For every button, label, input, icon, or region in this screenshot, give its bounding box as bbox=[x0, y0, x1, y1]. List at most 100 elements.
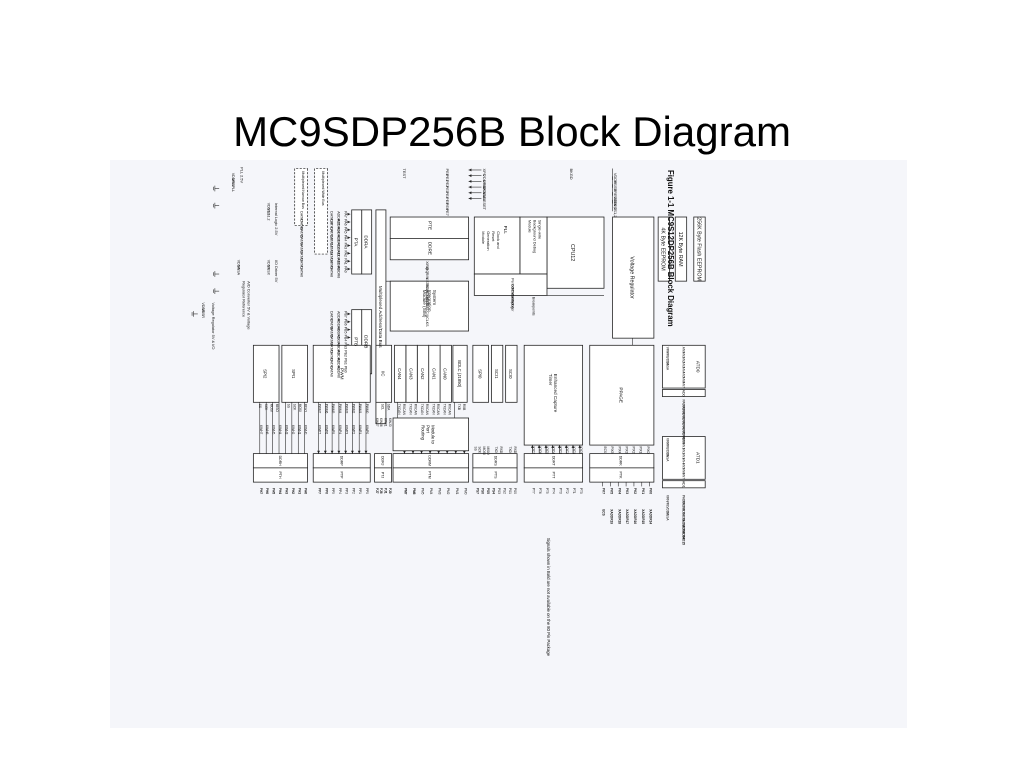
ps-pin-label: PS1 bbox=[508, 488, 512, 494]
pwm-signal: PWM0 bbox=[365, 404, 369, 414]
ptj-block bbox=[374, 467, 393, 483]
core-power-pin: VSS1,2 bbox=[267, 208, 271, 220]
clock-pin-label: RESET bbox=[482, 197, 487, 211]
xaddr-label: XADDR17 bbox=[625, 509, 629, 524]
flash-label: 256K Byte Flash EEPROM bbox=[695, 217, 701, 281]
pad1-label: PAD10 bbox=[681, 506, 685, 516]
pp-pin-label: PP3 bbox=[345, 488, 349, 494]
narrow-data-label: DATA1 bbox=[299, 258, 303, 269]
addr-lo-label: ADDR6 bbox=[336, 319, 340, 331]
pb-pin-label: PB4 bbox=[344, 335, 348, 342]
ptk-bit-label: PK5 bbox=[609, 488, 613, 494]
pwm-signal: PWM1 bbox=[358, 404, 362, 414]
ptj-label: PTJ bbox=[381, 472, 385, 479]
can-label: CAN0 bbox=[443, 368, 448, 380]
kwh-label: KWH2 bbox=[291, 425, 295, 434]
xaddr-label: XADDR14 bbox=[649, 509, 653, 524]
pe-pin-label: PE5 bbox=[445, 197, 450, 205]
ad1-label: AD1 bbox=[681, 481, 685, 488]
multiplexed-bus-label: Multiplexed Address/Data Bus bbox=[378, 286, 383, 348]
ptk-bit-label: PK1 bbox=[641, 488, 645, 494]
pb-pin-label: PB1 bbox=[344, 358, 348, 365]
ddrh-label: DDRH bbox=[278, 456, 282, 467]
addr-lo-label: ADDR2 bbox=[336, 350, 340, 362]
pe-pin-label: PE4 bbox=[445, 191, 450, 199]
bdm-label: Module bbox=[527, 220, 532, 233]
kwh-label: KWH1 bbox=[297, 425, 301, 434]
pad1-label: PAD13 bbox=[681, 523, 685, 533]
ddrs-label: DDRS bbox=[493, 456, 497, 467]
kwj-label: KWJ1 bbox=[383, 418, 387, 427]
clock-pin-label: VDDPLL bbox=[482, 174, 487, 190]
pa-pin-label: PA2 bbox=[344, 251, 348, 257]
pe-pin-label: PE7 bbox=[445, 208, 450, 215]
iic-block bbox=[375, 344, 393, 403]
sim-label: System bbox=[432, 290, 437, 306]
spi2-signal: MISO bbox=[275, 404, 279, 413]
internal-logic-note: Internal Logic 2.5V bbox=[274, 203, 279, 236]
data-lo-label: DATA7 bbox=[329, 311, 333, 322]
ioc-label: IOC2 bbox=[565, 446, 569, 454]
core-power-pin: VDD1,2 bbox=[267, 203, 271, 215]
ptm-block bbox=[392, 467, 469, 483]
atd-supply-note: A/D Converter 5V & Voltage bbox=[247, 281, 252, 329]
can-label: CAN1 bbox=[431, 368, 436, 380]
narrow-data-label: DATA5 bbox=[299, 227, 303, 238]
addr-lo-label: ADDR0 bbox=[336, 366, 340, 378]
arrow-head bbox=[428, 450, 432, 454]
pp-pin-label: PP1 bbox=[358, 488, 362, 494]
kwj-label: KWJ0 bbox=[388, 418, 392, 427]
kwp-label: KWP2 bbox=[351, 425, 355, 434]
pk-signal-label: PIX5 bbox=[610, 446, 614, 453]
pll-supply-note: PLL 2.5V bbox=[240, 167, 245, 183]
arrow-head bbox=[317, 450, 320, 454]
pwm-block bbox=[312, 344, 371, 403]
ptp-label: PTP bbox=[339, 472, 343, 480]
spi0-signal: MOSI bbox=[482, 446, 486, 454]
pts-block bbox=[472, 467, 518, 483]
data-hi-label: DATA9 bbox=[329, 258, 333, 269]
addr-hi-label: ADDR15 bbox=[336, 211, 340, 225]
addr-lo-label: ADDR1 bbox=[336, 358, 340, 370]
arrow-head bbox=[350, 450, 354, 454]
sci1-block bbox=[491, 344, 504, 403]
data-lo-label: DATA3 bbox=[329, 342, 333, 353]
can-signal: TXCAN bbox=[420, 404, 424, 416]
pad1-label: PAD09 bbox=[681, 501, 685, 511]
ioc-label: IOC0 bbox=[579, 446, 583, 454]
xaddr-label: XADDR16 bbox=[633, 509, 637, 524]
spi1-signal: MOSI bbox=[298, 404, 302, 412]
pb-pin-label: PB5 bbox=[344, 327, 348, 334]
spi0-signal: SCK bbox=[478, 446, 482, 453]
atd-power-pin: VSSA bbox=[237, 265, 241, 275]
ad0-block bbox=[662, 389, 706, 397]
arrow-head bbox=[468, 179, 472, 183]
pk-signal-label: PIX4 bbox=[617, 446, 621, 453]
can-signal: RXCAN bbox=[425, 404, 429, 416]
kwh-label: KWH6 bbox=[265, 425, 269, 434]
ph-pin-label: PH3 bbox=[284, 488, 288, 494]
io-driver-note: I/O Driver 5V bbox=[274, 260, 279, 283]
spi1-block bbox=[281, 344, 308, 403]
pb-pin-label: PB0 bbox=[344, 366, 348, 373]
arrow-head bbox=[411, 450, 415, 454]
xaddr-label: XADDR19 bbox=[609, 509, 613, 524]
can-signal: TXCAN bbox=[431, 404, 435, 416]
ph-pin-label: PH4 bbox=[278, 488, 282, 494]
kwp-label: KWP7 bbox=[318, 425, 322, 434]
addr-hi-label: ADDR14 bbox=[336, 219, 340, 233]
spi2-label: SPI2 bbox=[262, 369, 267, 379]
routing-block bbox=[392, 417, 469, 452]
pb-pin-label: PB6 bbox=[344, 319, 348, 326]
arrow-head bbox=[347, 320, 351, 324]
narrow-data-label: DATA3 bbox=[299, 243, 303, 254]
power-pin-label: VSS1,2 bbox=[613, 204, 618, 217]
clock-pin-label: EXTAL bbox=[482, 186, 487, 199]
atd0-an-label: AN4 bbox=[681, 367, 685, 373]
pwm-signal: PWM7 bbox=[318, 404, 322, 414]
pm-pin-label: PM6 bbox=[412, 488, 416, 495]
io-power-pin: VDDX bbox=[267, 260, 271, 270]
